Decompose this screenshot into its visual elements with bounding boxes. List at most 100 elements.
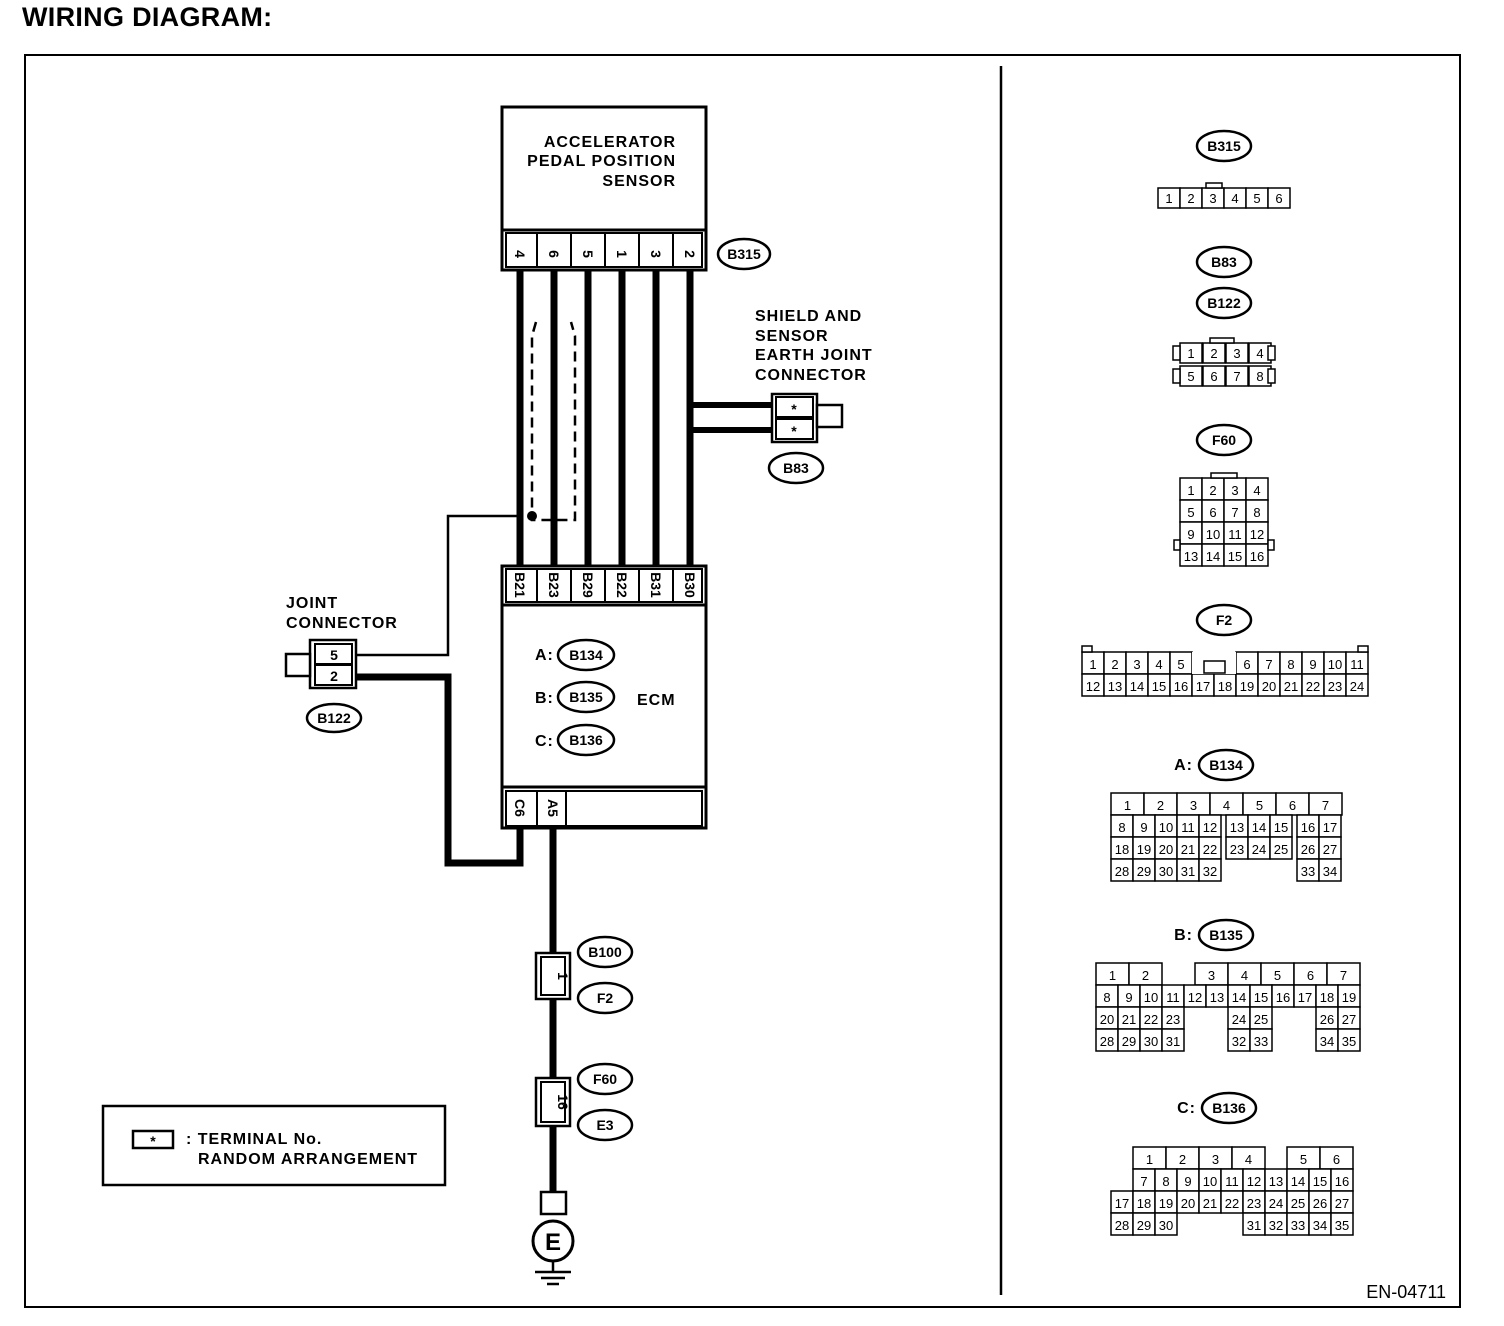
sensor-terminal-4: 4 <box>512 250 528 258</box>
connector-f60-12-pin: 12 <box>1250 527 1264 542</box>
connector-f2-10-pin: 10 <box>1328 657 1342 672</box>
connector-a-b134-9-pin: 9 <box>1140 820 1147 835</box>
connector-f60-9-pin: 9 <box>1187 527 1194 542</box>
connector-b83-b122-7-cell <box>1225 365 1249 387</box>
connector-a-b134-31-pin: 31 <box>1181 864 1195 879</box>
connector-b-b135-8-pin: 8 <box>1103 990 1110 1005</box>
connector-f2-24-cell <box>1345 673 1369 697</box>
connector-c-b136-29-pin: 29 <box>1137 1218 1151 1233</box>
connector-b315-6-cell <box>1267 187 1291 209</box>
ecm-connector-a-code: B134 <box>569 647 603 663</box>
view-a-b134-oval <box>1197 748 1255 782</box>
connector-b-b135-21-pin: 21 <box>1122 1012 1136 1027</box>
f60-latch <box>1210 472 1238 479</box>
legend-box: * : TERMINAL No. RANDOM ARRANGEMENT <box>101 1104 447 1187</box>
sensor-label-line1: ACCELERATOR <box>544 134 676 151</box>
joint-terminal-2: 2 <box>330 668 338 684</box>
view-b315-label: B315 <box>1207 138 1241 154</box>
b83-side-tab <box>1267 368 1276 384</box>
connector-f60-7-pin: 7 <box>1231 505 1238 520</box>
connector-b-b135-22-pin: 22 <box>1144 1012 1158 1027</box>
connector-b-b135-11-pin: 11 <box>1166 990 1180 1005</box>
ecm-terminal-a5: A5 <box>545 799 561 817</box>
connector-a-b134-26-pin: 26 <box>1301 842 1315 857</box>
legend-text-line1: : TERMINAL No. <box>186 1131 322 1148</box>
connector-a-b134-28-pin: 28 <box>1115 864 1129 879</box>
ecm-connector-b-code: B135 <box>569 689 603 705</box>
view-f2-label: F2 <box>1216 612 1233 628</box>
connector-f2-8-pin: 8 <box>1287 657 1294 672</box>
connector-f2-14-pin: 14 <box>1130 679 1144 694</box>
view-c-b136-label: B136 <box>1212 1100 1246 1116</box>
view-a-b134-label: B134 <box>1209 757 1243 773</box>
connector-c-b136-24-pin: 24 <box>1269 1196 1283 1211</box>
connector-f2-23-pin: 23 <box>1328 679 1342 694</box>
connector-b-b135-33-pin: 33 <box>1254 1034 1268 1049</box>
connector-f2-12-pin: 12 <box>1086 679 1100 694</box>
connector-b-b135-19-pin: 19 <box>1342 990 1356 1005</box>
connector-a-b134-15-pin: 15 <box>1274 820 1288 835</box>
shield-label-line3: EARTH JOINT <box>755 347 873 364</box>
connector-b100-label: B100 <box>588 944 622 960</box>
connector-f2-24-pin: 24 <box>1350 679 1364 694</box>
connector-b-b135-20-pin: 20 <box>1100 1012 1114 1027</box>
connector-f60-3-pin: 3 <box>1231 483 1238 498</box>
connector-f60-label: F60 <box>593 1071 617 1087</box>
view-b-prefix: B: <box>1174 927 1193 944</box>
connector-b-b135-25-pin: 25 <box>1254 1012 1268 1027</box>
connector-b-b135-5-pin: 5 <box>1274 968 1281 983</box>
connector-f2-3-pin: 3 <box>1133 657 1140 672</box>
connector-a-b134-1-pin: 1 <box>1124 798 1131 813</box>
sensor-terminal-5: 5 <box>580 250 596 258</box>
connector-f60-6-pin: 6 <box>1209 505 1216 520</box>
view-b315-oval <box>1195 129 1253 163</box>
connector-a-b134-18-pin: 18 <box>1115 842 1129 857</box>
connector-b315-1-pin: 1 <box>1165 191 1172 206</box>
connector-a-b134-10-pin: 10 <box>1159 820 1173 835</box>
connector-c-b136-9-pin: 9 <box>1184 1174 1191 1189</box>
connector-c-b136-17-pin: 17 <box>1115 1196 1129 1211</box>
connector-f60-16-cell <box>1245 543 1269 567</box>
b83-side-tab <box>1172 368 1181 384</box>
connector-f60-5-pin: 5 <box>1187 505 1194 520</box>
connector-a-b134-2-pin: 2 <box>1157 798 1164 813</box>
connector-b315-label: B315 <box>727 246 761 262</box>
b315-latch <box>1205 182 1223 189</box>
connector-f2-19-pin: 19 <box>1240 679 1254 694</box>
connector-a-b134-29-pin: 29 <box>1137 864 1151 879</box>
connector-b315-6-pin: 6 <box>1275 191 1282 206</box>
ecm-terminal-b21: B21 <box>512 572 528 598</box>
sensor-label-line3: SENSOR <box>602 173 676 190</box>
connector-c-b136-16-pin: 16 <box>1335 1174 1349 1189</box>
connector-b83-b122-6-cell <box>1202 365 1226 387</box>
connector-c-b136-18-pin: 18 <box>1137 1196 1151 1211</box>
connector-f60-8-pin: 8 <box>1253 505 1260 520</box>
connector-f2-15-pin: 15 <box>1152 679 1166 694</box>
view-c-b136-oval <box>1200 1091 1258 1125</box>
shield-terminal-1: * <box>791 401 797 417</box>
connector-c-b136-31-pin: 31 <box>1247 1218 1261 1233</box>
connector-a-b134-32-pin: 32 <box>1203 864 1217 879</box>
connector-b-b135-18-pin: 18 <box>1320 990 1334 1005</box>
ecm-terminal-b29: B29 <box>580 572 596 598</box>
connector-b-b135-6-pin: 6 <box>1307 968 1314 983</box>
connector-a-b134-4-pin: 4 <box>1223 798 1230 813</box>
connector-a-b134-5-pin: 5 <box>1256 798 1263 813</box>
connector-b-b135-26-pin: 26 <box>1320 1012 1334 1027</box>
drawing-code: EN-04711 <box>1366 1282 1446 1302</box>
view-f2-oval <box>1195 603 1253 637</box>
connector-f60-14-pin: 14 <box>1206 549 1220 564</box>
connector-b83-label: B83 <box>783 460 809 476</box>
connector-a-b134-34-cell <box>1318 858 1342 882</box>
connector-c-b136-5-pin: 5 <box>1300 1152 1307 1167</box>
connector-f2-16-pin: 16 <box>1174 679 1188 694</box>
ecm-terminal-b31: B31 <box>648 572 664 598</box>
connector-f2-18-pin: 18 <box>1218 679 1232 694</box>
view-b122-label: B122 <box>1207 295 1241 311</box>
